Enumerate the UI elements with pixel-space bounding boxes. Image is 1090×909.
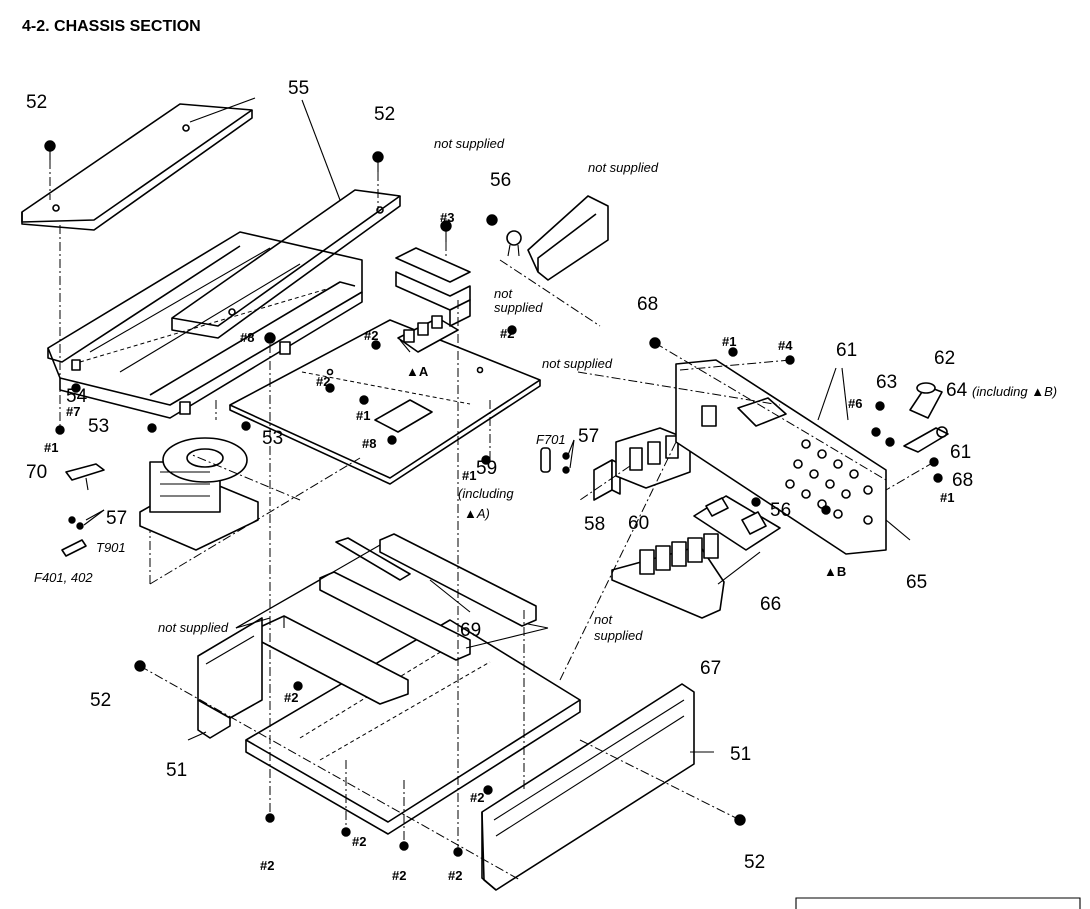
note-not: not	[594, 612, 613, 627]
bracket-not-supplied	[527, 195, 609, 281]
screw-label-2: #2	[470, 790, 484, 805]
bracket-top	[395, 247, 471, 327]
terminal-block-a	[397, 315, 459, 353]
ref-f401: F401, 402	[34, 570, 93, 585]
including-a-1: (including	[458, 486, 514, 501]
footer-box-edge	[795, 897, 1081, 909]
transformer-t901	[139, 437, 259, 551]
note-not: not	[494, 286, 513, 301]
top-cover-plate-left	[21, 103, 253, 231]
including-b: (including ▲B)	[972, 384, 1057, 399]
top-cover-plate-right	[171, 189, 401, 339]
label-64: 64	[946, 380, 968, 401]
note-supplied: supplied	[594, 628, 643, 643]
label-68: 68	[637, 294, 658, 315]
mark-a: ▲A	[406, 364, 429, 379]
switch-board-67	[611, 533, 725, 619]
fuse-f401	[61, 539, 87, 557]
screw-label-2: #2	[500, 326, 514, 341]
rear-panel	[675, 359, 887, 555]
screw-label-2: #2	[284, 690, 298, 705]
label-52: 52	[90, 690, 111, 711]
terminal-60	[615, 427, 691, 489]
label-60: 60	[628, 513, 649, 534]
label-55: 55	[288, 78, 309, 99]
bottom-chassis	[245, 619, 581, 835]
label-61: 61	[836, 340, 857, 361]
label-58: 58	[584, 514, 605, 535]
label-53: 53	[88, 416, 109, 437]
label-59: 59	[476, 458, 497, 479]
sub-board-66	[693, 495, 781, 551]
label-57: 57	[106, 508, 127, 529]
screw-label-2: #2	[392, 868, 406, 883]
label-62: 62	[934, 348, 955, 369]
label-52: 52	[26, 92, 47, 113]
jack-64	[903, 426, 949, 453]
ref-t901: T901	[96, 540, 126, 555]
cross-bar-upper	[335, 537, 411, 581]
label-51: 51	[730, 744, 751, 765]
label-53: 53	[262, 428, 283, 449]
label-52: 52	[374, 104, 395, 125]
ref-f701: F701	[536, 432, 566, 447]
screw-label-1: #1	[722, 334, 736, 349]
screws	[44, 140, 943, 857]
screw-label-7: #7	[66, 404, 80, 419]
screw-label-8: #8	[362, 436, 376, 451]
screw-label-1: #1	[44, 440, 58, 455]
knob-62	[909, 382, 943, 419]
label-57: 57	[578, 426, 599, 447]
page-title: 4-2. CHASSIS SECTION	[22, 18, 201, 35]
screw-label-1: #1	[940, 490, 954, 505]
label-52: 52	[744, 852, 765, 873]
label-54: 54	[66, 386, 88, 407]
including-a-2: ▲A)	[464, 506, 490, 521]
label-69: 69	[460, 620, 481, 641]
label-65: 65	[906, 572, 927, 593]
label-63: 63	[876, 372, 897, 393]
screw-label-2: #2	[316, 374, 330, 389]
note-not-supplied: not supplied	[542, 356, 613, 371]
screw-label-2: #2	[448, 868, 462, 883]
side-panel-left	[197, 617, 263, 739]
note-not-supplied: not supplied	[434, 136, 505, 151]
note-supplied: supplied	[494, 300, 543, 315]
screw-label-2: #2	[352, 834, 366, 849]
screw-label-6: #6	[848, 396, 862, 411]
screw-label-8: #8	[240, 330, 254, 345]
fuse-f701	[540, 447, 551, 473]
part-70	[65, 463, 105, 491]
label-56: 56	[490, 170, 511, 191]
mark-b: ▲B	[824, 564, 846, 579]
note-not-supplied: not supplied	[588, 160, 659, 175]
connector-56	[506, 230, 522, 257]
label-70: 70	[26, 462, 47, 483]
screw-label-1: #1	[356, 408, 370, 423]
screw-label-1: #1	[462, 468, 476, 483]
screw-label-2: #2	[364, 328, 378, 343]
label-68: 68	[952, 470, 973, 491]
label-66: 66	[760, 594, 781, 615]
side-panel-right	[481, 683, 695, 891]
screw-label-4: #4	[778, 338, 793, 353]
label-61: 61	[950, 442, 971, 463]
main-pcb-board	[229, 319, 541, 485]
screw-label-2: #2	[260, 858, 274, 873]
screw-label-3: #3	[440, 210, 454, 225]
label-67: 67	[700, 658, 721, 679]
label-51: 51	[166, 760, 187, 781]
label-56: 56	[770, 500, 791, 521]
note-not-supplied: not supplied	[158, 620, 229, 635]
alignment-lines	[49, 160, 935, 881]
leader-lines	[83, 97, 911, 753]
